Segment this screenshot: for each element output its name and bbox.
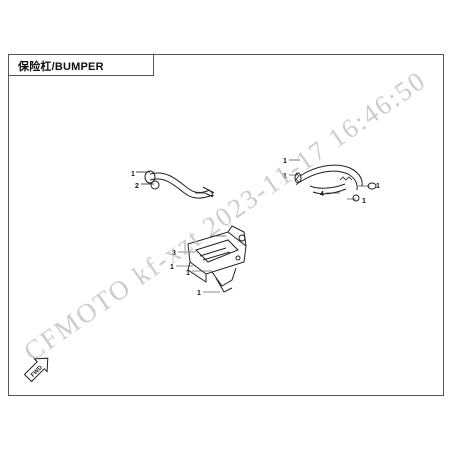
- left-bolt-group: [136, 171, 205, 194]
- title-box: [8, 54, 154, 76]
- left-bumper-tube: [144, 170, 215, 199]
- right-spring-clip: [295, 172, 353, 186]
- diagram-frame: [8, 54, 444, 396]
- callout-center-1c: 1: [197, 290, 201, 297]
- callout-right-2: 1: [283, 173, 287, 180]
- center-leader-lines: [176, 235, 226, 293]
- callout-center-3: 3: [172, 250, 176, 257]
- callout-center-1a: 1: [170, 264, 174, 271]
- callout-right-5: 1: [376, 183, 380, 190]
- callout-right-1: 1: [283, 158, 287, 165]
- watermark-text: CFMOTO kf-xzt 2023-11-17 16:46:50: [18, 65, 431, 367]
- callout-left-1: 1: [131, 171, 135, 178]
- right-bumper-tube: [294, 164, 377, 202]
- center-mount-bracket: [187, 225, 247, 293]
- callout-right-6: 1: [362, 198, 366, 205]
- right-leader-lines: [289, 159, 370, 200]
- callout-center-1b: 1: [186, 270, 190, 277]
- callout-right-4: 4: [320, 191, 324, 198]
- diagram-title: 保险杠/BUMPER: [18, 61, 104, 73]
- callout-left-3: 1: [210, 191, 214, 198]
- callout-left-2: 2: [135, 183, 139, 190]
